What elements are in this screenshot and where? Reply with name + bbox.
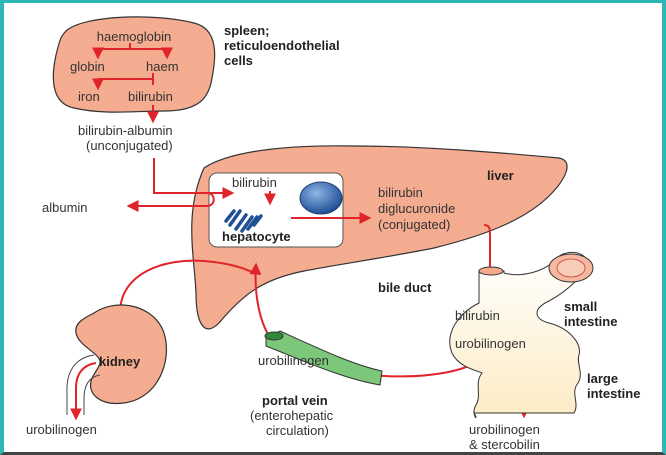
endoplasmic-reticulum-icon	[224, 209, 263, 233]
label-kidney-urobilinogen: urobilinogen	[26, 422, 97, 437]
label-portal-vein: portal vein	[262, 393, 328, 408]
label-haem: haem	[146, 59, 179, 74]
label-output-2: & stercobilin	[469, 437, 540, 452]
diagram-canvas	[52, 16, 594, 421]
label-large-2: intestine	[587, 386, 641, 401]
label-conjugated-2: diglucuronide	[378, 201, 456, 216]
small-intestine-lumen	[556, 258, 586, 278]
label-unconjugated: (unconjugated)	[86, 138, 173, 153]
label-spleen-bilirubin: bilirubin	[128, 89, 173, 104]
label-kidney: kidney	[99, 354, 141, 369]
label-hepatocyte-bilirubin: bilirubin	[232, 175, 277, 190]
label-bile-duct: bile duct	[378, 280, 432, 295]
label-portal-sub-1: (enterohepatic	[250, 408, 334, 423]
label-small-2: intestine	[564, 314, 618, 329]
spleen-arrows	[92, 43, 173, 124]
label-output-1: urobilinogen	[469, 422, 540, 437]
label-conjugated-3: (conjugated)	[378, 217, 451, 232]
label-bilirubin-albumin: bilirubin-albumin	[78, 123, 173, 138]
kidney-shape	[75, 304, 168, 405]
nucleus-icon	[299, 181, 343, 215]
label-haemoglobin: haemoglobin	[96, 29, 172, 44]
label-conjugated-1: bilirubin	[378, 185, 423, 200]
label-spleen-title-2: reticuloendothelial	[224, 38, 340, 53]
label-small-1: small	[564, 299, 598, 314]
label-iron: iron	[78, 89, 100, 104]
label-intestine-bilirubin: bilirubin	[455, 308, 500, 323]
label-portal-sub-2: circulation)	[266, 423, 329, 438]
intestine-shape	[449, 251, 588, 418]
ureter-shape	[66, 354, 101, 415]
label-spleen-title-3: cells	[224, 53, 253, 68]
label-large-1: large	[587, 371, 619, 386]
label-liver: liver	[487, 168, 514, 183]
portal-vein-shape	[264, 330, 383, 386]
label-intestine-urobilinogen: urobilinogen	[455, 336, 526, 351]
label-globin: globin	[70, 59, 105, 74]
label-spleen-title-1: spleen;	[224, 23, 270, 38]
label-hepatocyte: hepatocyte	[222, 229, 291, 244]
label-portal-urobilinogen: urobilinogen	[258, 353, 329, 368]
label-albumin: albumin	[42, 200, 88, 215]
bile-duct-opening	[478, 266, 504, 276]
